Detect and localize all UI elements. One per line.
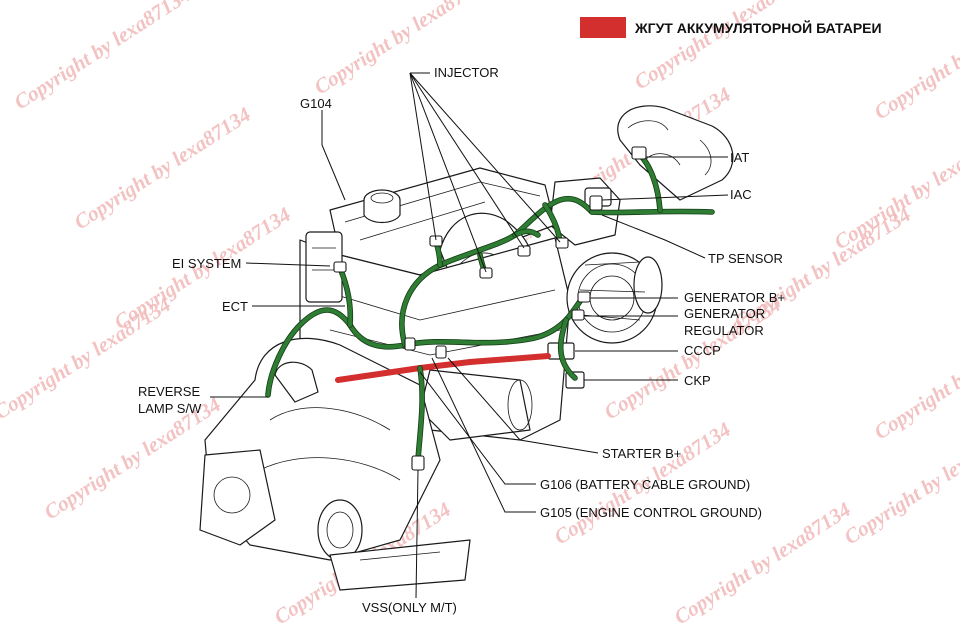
label-cccp: CCCP <box>684 343 721 358</box>
connectors <box>333 146 647 471</box>
legend-swatch <box>580 17 626 38</box>
engine-drawing <box>199 105 734 591</box>
watermark-text: Copyright by lexa87134 <box>630 0 815 94</box>
leader-lines <box>210 72 729 599</box>
label-g106: G106 (BATTERY CABLE GROUND) <box>540 477 750 492</box>
label-iac: IAC <box>730 187 752 202</box>
label-g105: G105 (ENGINE CONTROL GROUND) <box>540 505 762 520</box>
label-generator-regulator-1: GENERATOR <box>684 306 765 321</box>
label-tp-sensor: TP SENSOR <box>708 251 783 266</box>
watermark-text: Copyright by lexa87134 <box>70 102 255 234</box>
label-iat: IAT <box>730 150 749 165</box>
label-g104: G104 <box>300 96 332 111</box>
legend-text: ЖГУТ АККУМУЛЯТОРНОЙ БАТАРЕИ <box>634 19 882 36</box>
label-vss: VSS(ONLY M/T) <box>362 600 457 615</box>
watermark-text: Copyright by lexa87134 <box>310 0 495 99</box>
label-injector: INJECTOR <box>434 65 499 80</box>
watermark-text: Copyright by lexa87134 <box>10 0 195 114</box>
label-generator-regulator-2: REGULATOR <box>684 323 764 338</box>
label-ect: ECT <box>222 299 248 314</box>
watermark-text: Copyright by lexa87134 <box>870 312 960 444</box>
label-generator-b: GENERATOR B+ <box>684 290 785 305</box>
label-reverse-lamp-2: LAMP S/W <box>138 401 202 416</box>
label-starter-b: STARTER B+ <box>602 446 681 461</box>
label-reverse-lamp-1: REVERSE <box>138 384 200 399</box>
battery-harness <box>335 353 551 383</box>
watermark-text: Copyright by lexa87134 <box>840 417 960 549</box>
label-ckp: CKP <box>684 373 711 388</box>
watermark-text: Copyright by lexa87134 <box>870 0 960 124</box>
label-ei-system: EI SYSTEM <box>172 256 241 271</box>
